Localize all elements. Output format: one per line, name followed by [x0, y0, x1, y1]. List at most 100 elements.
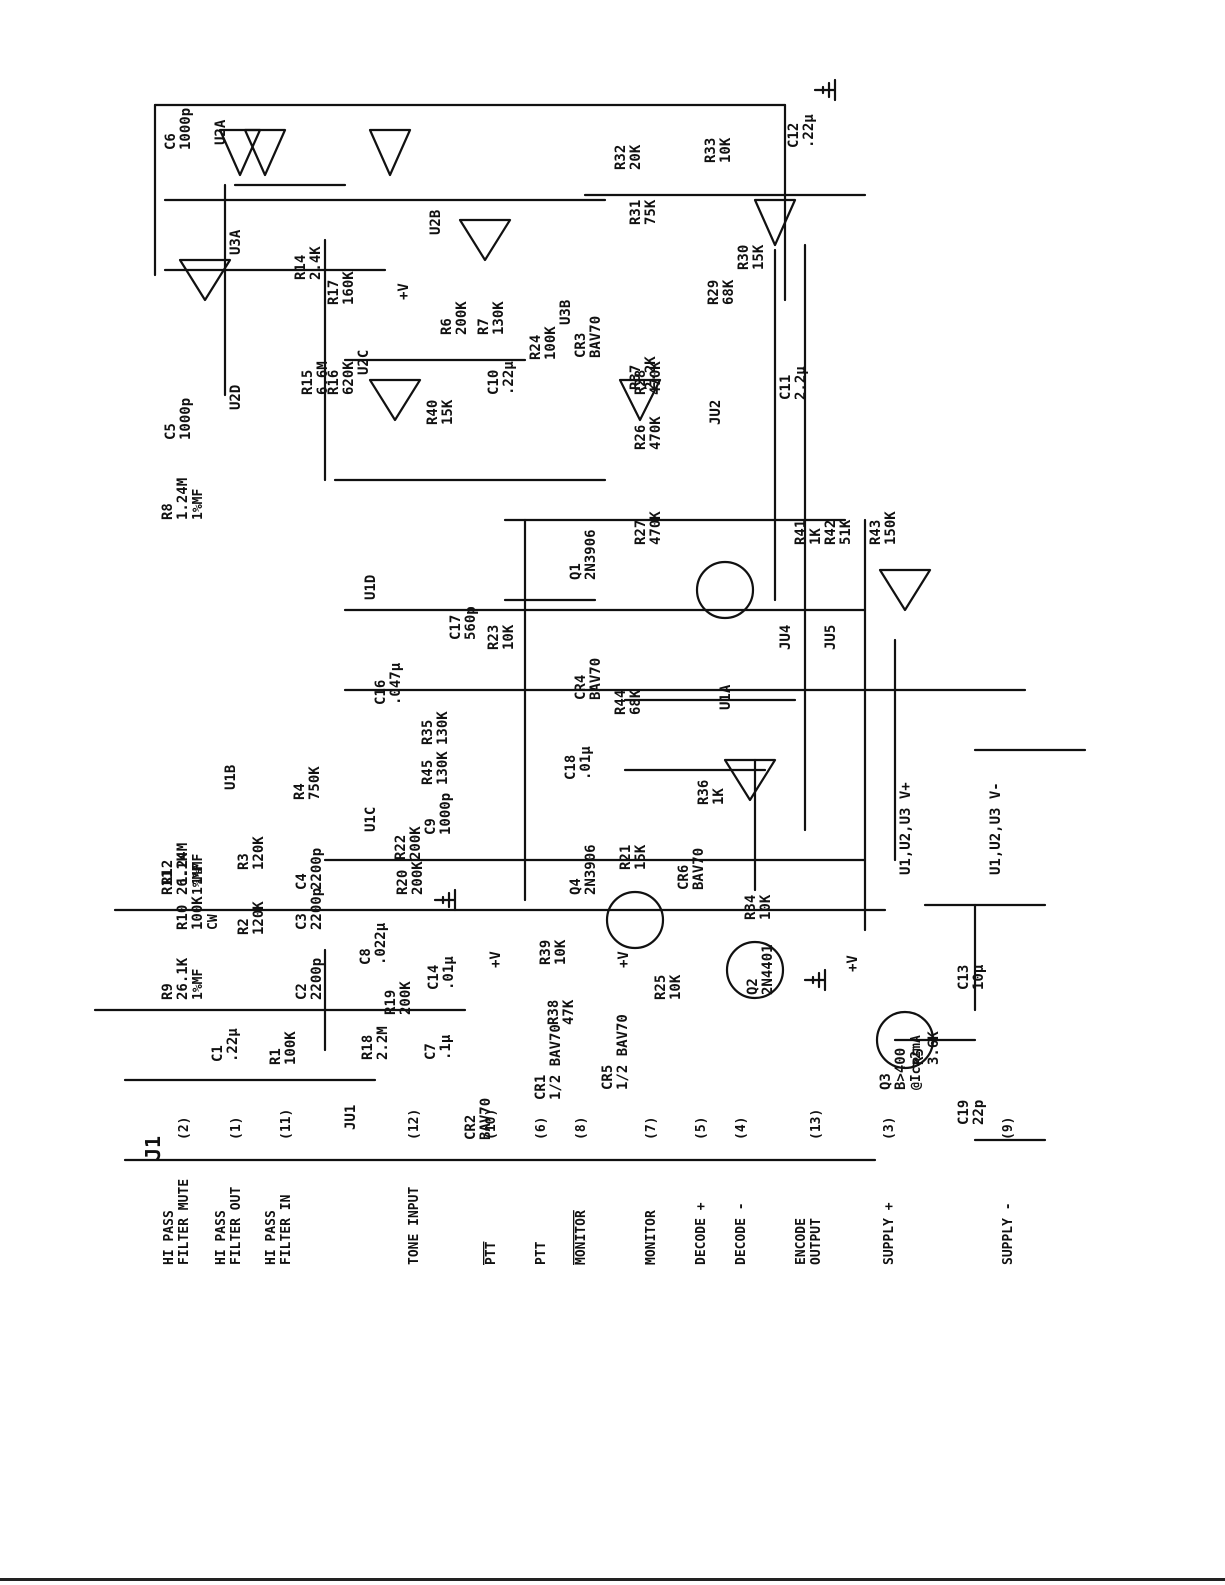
port-label-hipass-mute-1: FILTER MUTE: [177, 1179, 192, 1265]
transistor-value-Q4: 2N3906: [583, 844, 599, 895]
resistor-value-R30: 15K: [751, 244, 767, 270]
resistor-ref-R34: R34: [743, 895, 759, 920]
port-label-encode-out-1: OUTPUT: [809, 1218, 824, 1265]
resistor-note-R12: 1%MF: [191, 854, 206, 885]
resistor-ref-R12: R12: [160, 860, 176, 885]
jumper-ref-JU2: JU2: [708, 400, 724, 425]
resistor-ref-R20: R20: [395, 870, 411, 895]
capacitor-ref-C10: C10: [486, 370, 502, 395]
resistor-ref-R32: R32: [613, 145, 629, 170]
diode-ref-CR2: CR2: [463, 1115, 479, 1140]
capacitor-value-C4: 2200p: [309, 848, 325, 890]
port-pin-supply-minus: (9): [1001, 1117, 1016, 1140]
opamp-symbols: [178, 128, 932, 802]
transistor-ref-Q1: Q1: [568, 563, 584, 580]
diode-ref-CR1: CR1: [533, 1075, 549, 1100]
capacitor-ref-C4: C4: [294, 873, 310, 890]
resistor-value-R10: 100K: [190, 896, 206, 930]
resistor-ref-R24: R24: [528, 335, 544, 360]
opamp-ref-U2D: U2D: [228, 385, 244, 410]
capacitor-value-C2: 2200p: [309, 958, 325, 1000]
capacitor-value-C17: 560p: [463, 606, 479, 640]
capacitor-ref-C12: C12: [786, 123, 802, 148]
capacitor-ref-C7: C7: [423, 1043, 439, 1060]
resistor-ref-R23: R23: [486, 625, 502, 650]
resistor-value-R45: 130K: [435, 751, 451, 785]
resistor-value-R42: 51K: [838, 519, 854, 545]
capacitor-value-C14: .01µ: [441, 956, 457, 990]
diode-value-CR6: BAV70: [691, 848, 707, 890]
resistor-ref-R7: R7: [476, 318, 492, 335]
capacitor-value-C16: .047µ: [388, 662, 404, 705]
resistor-ref-R28: R28: [633, 370, 649, 395]
diode-ref-CR3: CR3: [573, 333, 589, 358]
resistor-value-R22: 200K: [408, 826, 424, 860]
port-label-decode-minus-0: DECODE -: [734, 1202, 749, 1265]
opamp-ref-U2B: U2B: [428, 210, 444, 235]
diode-ref-CR4: CR4: [573, 675, 589, 700]
resistor-value-R19: 200K: [398, 981, 414, 1015]
resistor-value-R18: 2.2M: [375, 1026, 391, 1060]
rail-vplus-2: +V: [488, 951, 504, 968]
port-label-tone-input-0: TONE INPUT: [407, 1187, 422, 1265]
port-label-decode-plus-0: DECODE +: [694, 1202, 709, 1265]
resistor-value-R38: 47K: [561, 999, 577, 1025]
opamp-ref-U2A: U2A: [213, 119, 229, 145]
transistor-note-Q3: @Ic>2mA: [909, 1035, 924, 1090]
resistor-ref-R9: R9: [160, 983, 176, 1000]
port-label-supply-plus-0: SUPPLY +: [882, 1202, 897, 1265]
port-pin-monitor-bar: (8): [574, 1117, 589, 1140]
resistor-value-R14: 2.4K: [308, 246, 324, 280]
port-pin-supply-plus: (3): [882, 1117, 897, 1140]
capacitor-value-C18: .01µ: [578, 746, 594, 780]
diode-value-CR1: 1/2 BAV70: [548, 1024, 564, 1100]
resistor-value-R1: 100K: [283, 1031, 299, 1065]
rail-plus-label: U1,U2,U3 V+: [898, 782, 914, 875]
resistor-ref-R15: R15: [300, 370, 316, 395]
resistor-ref-R41: R41: [793, 520, 809, 545]
diode-value-CR3: BAV70: [588, 316, 604, 358]
capacitor-ref-C5: C5: [163, 423, 179, 440]
capacitor-ref-C2: C2: [294, 983, 310, 1000]
ground-symbols: [433, 78, 837, 992]
resistor-ref-R35: R35: [420, 720, 436, 745]
port-label-hipass-in-1: FILTER IN: [279, 1194, 294, 1265]
port-pin-hipass-in: (11): [279, 1109, 294, 1140]
port-pin-hipass-out: (1): [229, 1117, 244, 1140]
capacitor-value-C5: 1000p: [178, 398, 194, 440]
port-pin-decode-plus: (5): [694, 1117, 709, 1140]
resistor-value-R24: 100K: [543, 326, 559, 360]
resistor-ref-R26: R26: [633, 425, 649, 450]
capacitor-ref-C8: C8: [358, 948, 374, 965]
resistor-ref-R18: R18: [360, 1035, 376, 1060]
capacitor-value-C11: 2.2µ: [793, 366, 809, 400]
transistor-value-Q1: 2N3906: [583, 529, 599, 580]
transistor-value-Q2: 2N4401: [760, 944, 776, 995]
capacitor-value-C9: 1000p: [438, 793, 454, 835]
resistor-value-R36: 1K: [711, 788, 727, 805]
resistor-value-R11: 26.1K: [175, 852, 191, 895]
connector-ref-label: J1: [141, 1136, 165, 1160]
page-bottom-rule: [0, 1578, 1225, 1581]
resistor-ref-R1: R1: [268, 1048, 284, 1065]
resistor-value-R44: 68K: [628, 689, 644, 715]
resistor-ref-R36: R36: [696, 780, 712, 805]
transistor-ref-Q2: Q2: [745, 978, 761, 995]
resistor-value-R40: 15K: [440, 399, 456, 425]
port-pin-encode-out: (13): [809, 1109, 824, 1140]
diode-ref-CR5: CR5: [600, 1065, 616, 1090]
port-pin-tone-input: (12): [407, 1109, 422, 1140]
capacitor-value-C12: .22µ: [801, 114, 817, 148]
transistor-value-Q3: B>400: [893, 1048, 909, 1090]
resistor-value-R8: 1.24M: [175, 478, 191, 520]
resistor-ref-R21: R21: [618, 845, 634, 870]
opamp-ref-U3B: U3B: [558, 300, 574, 325]
resistor-ref-R19: R19: [383, 990, 399, 1015]
resistor-value-R9: 26.1K: [175, 957, 191, 1000]
resistor-ref-R29: R29: [706, 280, 722, 305]
port-label-hipass-mute-0: HI PASS: [162, 1210, 177, 1265]
port-pin-decode-minus: (4): [734, 1117, 749, 1140]
resistor-value-R17: 160K: [341, 271, 357, 305]
resistor-value-R20: 200K: [410, 861, 426, 895]
